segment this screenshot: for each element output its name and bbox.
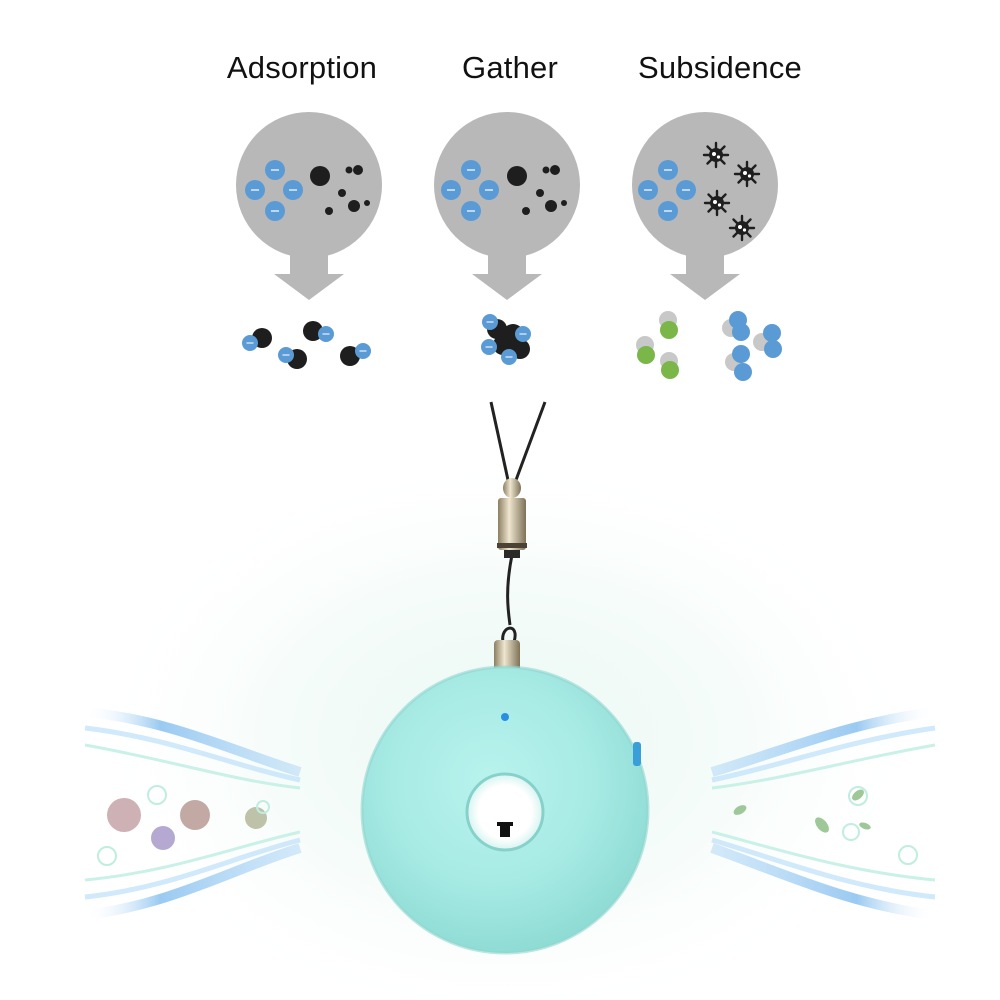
side-button	[633, 742, 641, 766]
indicator-light	[501, 713, 509, 721]
ion-particle-pairs	[241, 321, 372, 369]
bubble	[434, 112, 580, 300]
airflow-intake	[84, 707, 302, 920]
stage-label-gather: Gather	[462, 50, 558, 85]
lanyard	[489, 401, 547, 626]
bubble	[632, 112, 778, 300]
airflow-output	[710, 707, 936, 920]
settled-molecules-blue	[722, 311, 782, 381]
inner-emitter	[497, 822, 513, 837]
bubble	[236, 112, 382, 300]
pollutant-particles	[310, 165, 370, 215]
leaves	[733, 789, 871, 833]
stage-gather	[434, 112, 580, 366]
purifier-necklace	[360, 401, 650, 955]
air-bubbles	[97, 785, 270, 866]
pollutant-germs	[107, 798, 267, 850]
metal-connector	[497, 478, 527, 558]
stage-subsidence	[632, 112, 782, 381]
pollutant-particles	[507, 165, 567, 215]
donut-body	[360, 665, 650, 955]
stage-label-subsidence: Subsidence	[637, 50, 802, 85]
settled-molecules-green	[636, 311, 679, 379]
hanging-loop	[494, 626, 520, 672]
stage-adsorption	[236, 112, 382, 369]
particle-cluster	[480, 313, 532, 366]
air-bubbles	[842, 786, 918, 865]
stage-label-adsorption: Adsorption	[226, 50, 378, 85]
